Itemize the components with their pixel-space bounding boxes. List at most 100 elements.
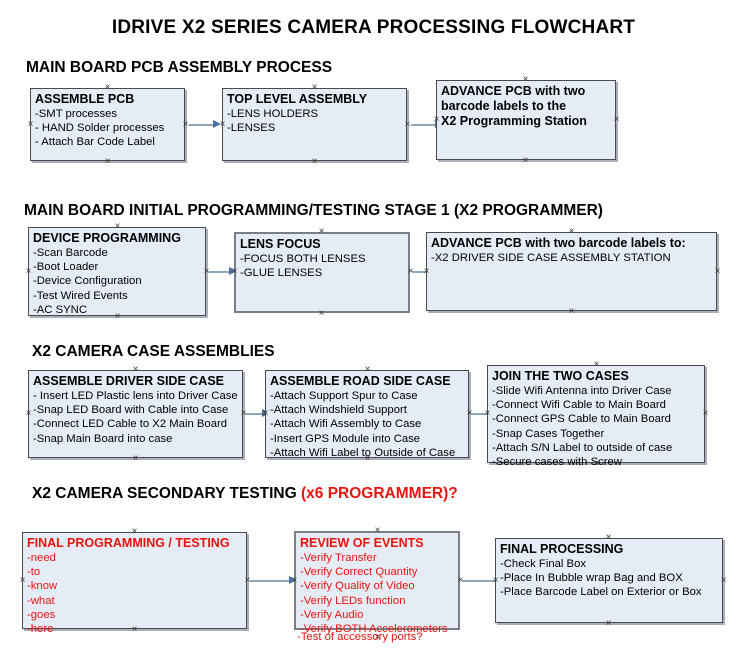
resize-handle[interactable]	[114, 313, 121, 320]
box-line: -Attach Support Spur to Case	[270, 390, 418, 402]
box-line: -Verify Correct Quantity	[300, 566, 418, 579]
box-review-of-events[interactable]: REVIEW OF EVENTS -Verify Transfer -Verif…	[294, 531, 460, 635]
resize-handle[interactable]	[182, 121, 189, 128]
resize-handle[interactable]	[457, 577, 464, 584]
box-line: -SMT processes	[35, 108, 118, 120]
box-line: -Insert GPS Module into Case	[270, 432, 421, 445]
resize-handle[interactable]	[593, 361, 600, 368]
box-line: -what	[27, 594, 55, 607]
box-line: -Place Barcode Label on Exterior or Box	[500, 586, 702, 599]
box-line: -FOCUS BOTH LENSES	[240, 253, 366, 265]
box-line: -goes	[27, 608, 56, 621]
resize-handle[interactable]	[19, 577, 26, 584]
box-line: -Snap LED Board with Cable into Case	[33, 404, 229, 417]
box-assemble-pcb[interactable]: ASSEMBLE PCB -SMT processes - HAND Solde…	[30, 88, 185, 161]
page-title: IDRIVE X2 SERIES CAMERA PROCESSING FLOWC…	[111, 17, 636, 38]
box-title-line3: X2 Programming Station	[441, 114, 587, 128]
resize-handle[interactable]	[219, 121, 226, 128]
box-advance-pcb-driver-side[interactable]: ADVANCE PCB with two barcode labels to: …	[426, 232, 717, 311]
resize-handle[interactable]	[132, 366, 139, 373]
box-line: -LENS HOLDERS	[227, 108, 319, 120]
box-assemble-driver-side-case[interactable]: ASSEMBLE DRIVER SIDE CASE - Insert LED P…	[28, 370, 243, 458]
box-line: -to	[27, 566, 41, 579]
box-join-the-two-cases[interactable]: JOIN THE TWO CASES -Slide Wifi Antenna i…	[487, 365, 705, 468]
resize-handle[interactable]	[484, 410, 491, 417]
resize-handle[interactable]	[423, 268, 430, 275]
resize-handle[interactable]	[131, 528, 138, 535]
resize-handle[interactable]	[404, 121, 411, 128]
resize-handle[interactable]	[240, 410, 247, 417]
resize-handle[interactable]	[311, 84, 318, 91]
box-title: TOP LEVEL ASSEMBLY	[227, 92, 368, 106]
box-line: -Test Wired Events	[33, 289, 128, 302]
resize-handle[interactable]	[568, 308, 575, 315]
resize-handle[interactable]	[262, 410, 269, 417]
resize-handle[interactable]	[132, 455, 139, 462]
resize-handle[interactable]	[231, 268, 238, 275]
box-title: FINAL PROGRAMMING / TESTING	[27, 536, 230, 550]
resize-handle[interactable]	[568, 228, 575, 235]
resize-handle[interactable]	[203, 268, 210, 275]
box-title: ASSEMBLE PCB	[35, 92, 135, 106]
resize-handle[interactable]	[27, 121, 34, 128]
resize-handle[interactable]	[522, 76, 529, 83]
resize-handle[interactable]	[25, 410, 32, 417]
box-final-processing[interactable]: FINAL PROCESSING -Check Final Box -Place…	[495, 538, 723, 623]
resize-handle[interactable]	[605, 534, 612, 541]
resize-handle[interactable]	[492, 577, 499, 584]
resize-handle[interactable]	[466, 410, 473, 417]
box-top-level-assembly[interactable]: TOP LEVEL ASSEMBLY -LENS HOLDERS -LENSES	[222, 88, 407, 161]
section-heading-3: X2 CAMERA CASE ASSEMBLIES	[32, 343, 275, 361]
resize-handle[interactable]	[433, 116, 440, 123]
box-title: FINAL PROCESSING	[500, 542, 624, 556]
box-title: ADVANCE PCB with two barcode labels to:	[431, 236, 686, 250]
box-line: -Device Configuration	[33, 275, 142, 288]
box-line: -Place In Bubble wrap Bag and BOX	[500, 572, 683, 585]
box-line: -Connect Wifi Cable to Main Board	[492, 399, 666, 412]
section-heading-3-text: X2 CAMERA CASE ASSEMBLIES	[32, 343, 275, 360]
resize-handle[interactable]	[364, 455, 371, 462]
resize-handle[interactable]	[318, 310, 325, 317]
box-line: -LENSES	[227, 122, 276, 135]
box-line: -Snap Cases Together	[492, 427, 605, 440]
section-heading-1: MAIN BOARD PCB ASSEMBLY PROCESS	[26, 59, 332, 77]
box-line: -Attach Windshield Support	[270, 404, 407, 417]
resize-handle[interactable]	[291, 577, 298, 584]
box-advance-pcb-station[interactable]: ADVANCE PCB with two barcode labels to t…	[436, 80, 616, 160]
box-line: -Check Final Box	[500, 558, 587, 570]
resize-handle[interactable]	[318, 228, 325, 235]
resize-handle[interactable]	[593, 460, 600, 467]
box-line: -Verify Quality of Video	[300, 580, 415, 593]
box-title: ASSEMBLE ROAD SIDE CASE	[270, 374, 451, 388]
resize-handle[interactable]	[374, 634, 381, 641]
resize-handle[interactable]	[522, 157, 529, 164]
resize-handle[interactable]	[114, 223, 121, 230]
resize-handle[interactable]	[244, 577, 251, 584]
resize-handle[interactable]	[374, 527, 381, 534]
box-assemble-road-side-case[interactable]: ASSEMBLE ROAD SIDE CASE -Attach Support …	[265, 370, 469, 459]
resize-handle[interactable]	[702, 410, 709, 417]
resize-handle[interactable]	[364, 366, 371, 373]
box-device-programming[interactable]: DEVICE PROGRAMMING -Scan Barcode -Boot L…	[28, 227, 206, 316]
box-line: -Snap Main Board into case	[33, 432, 173, 445]
box-lens-focus[interactable]: LENS FOCUS -FOCUS BOTH LENSES -GLUE LENS…	[234, 232, 410, 313]
resize-handle[interactable]	[25, 268, 32, 275]
box-line: -Verify Transfer	[300, 552, 377, 564]
section-heading-2-text: MAIN BOARD INITIAL PROGRAMMING/TESTING S…	[24, 202, 603, 219]
resize-handle[interactable]	[720, 577, 727, 584]
box-final-programming-testing[interactable]: FINAL PROGRAMMING / TESTING -need -to -k…	[22, 532, 247, 635]
resize-handle[interactable]	[714, 268, 721, 275]
resize-handle[interactable]	[613, 116, 620, 123]
box-title: JOIN THE TWO CASES	[492, 369, 629, 383]
resize-handle[interactable]	[131, 626, 138, 633]
resize-handle[interactable]	[311, 158, 318, 165]
section-heading-1-text: MAIN BOARD PCB ASSEMBLY PROCESS	[26, 59, 333, 76]
resize-handle[interactable]	[605, 620, 612, 627]
resize-handle[interactable]	[407, 268, 414, 275]
resize-handle[interactable]	[104, 84, 111, 91]
resize-handle[interactable]	[104, 158, 111, 165]
box-line: -know	[27, 580, 58, 593]
box-line: -Attach S/N Label to outside of case	[492, 441, 673, 454]
box-line: -Verify BOTH Accelerometers	[300, 623, 448, 636]
